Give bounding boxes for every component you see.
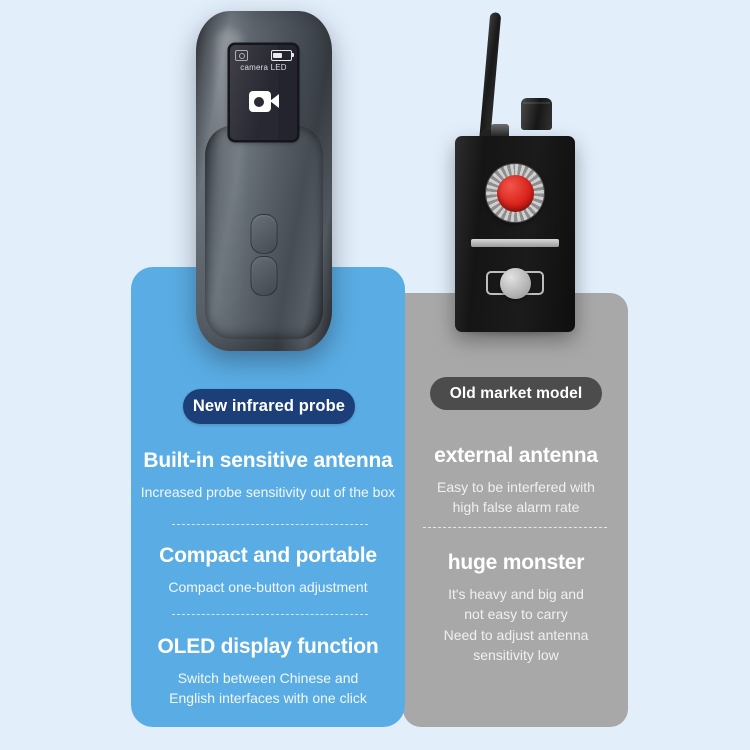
red-led-indicator [486,164,544,222]
power-switch [491,124,509,136]
new-model-badge: New infrared probe [183,389,355,424]
old-device-body [455,136,575,332]
dial-knob [499,267,531,299]
tuning-knob [521,98,552,130]
new-divider-2 [172,614,368,615]
new-feature-1: Built-in sensitive antenna Increased pro… [131,448,405,502]
old-feature-2-title: huge monster [447,551,585,574]
new-feature-1-description: Increased probe sensitivity out of the b… [140,484,396,501]
screen-glare [230,45,278,140]
red-lens [496,174,534,212]
new-divider-1 [172,524,368,525]
new-feature-3-title: OLED display function [157,635,379,658]
new-device-front-plate [205,126,323,339]
screen-mode-label: camera LED [240,63,287,72]
battery-icon [271,50,295,61]
oled-screen: camera LED [230,45,297,140]
sensitivity-dial [486,266,544,300]
old-feature-1: external antenna Easy to be interfered w… [405,443,627,518]
new-feature-1-title: Built-in sensitive antenna [143,449,393,472]
old-divider-1 [423,527,607,528]
video-camera-icon [230,91,297,112]
upper-pill-button [250,214,278,254]
new-feature-3: OLED display function Switch between Chi… [131,634,405,709]
old-rf-signal-detector-image [455,8,575,338]
old-feature-1-title: external antenna [434,444,598,467]
external-antenna [479,12,502,143]
new-feature-2-description: Compact one-button adjustment [168,579,368,596]
new-feature-2-title: Compact and portable [159,544,377,567]
old-model-panel [403,293,628,727]
infrared-probe-detector-image: camera LED [196,11,332,351]
camera-icon [235,50,248,61]
new-feature-2: Compact and portable Compact one-button … [131,543,405,597]
silver-strip [471,239,559,247]
lower-pill-button [250,256,278,296]
old-model-badge: Old market model [430,377,602,410]
screen-status-bar [235,50,295,61]
